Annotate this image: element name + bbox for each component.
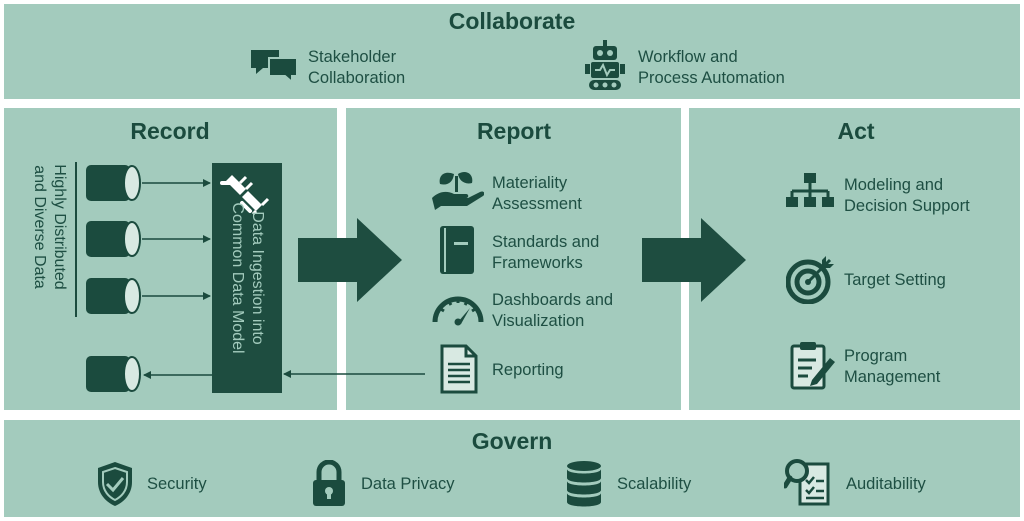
shield-icon xyxy=(95,460,135,508)
act-title: Act xyxy=(837,118,875,144)
collaborate-title: Collaborate xyxy=(448,8,576,34)
database-icon xyxy=(566,460,602,508)
data-output-cylinder xyxy=(86,355,142,398)
gauge-icon xyxy=(431,292,485,326)
document-icon xyxy=(440,344,478,394)
data-source-cylinder-2 xyxy=(86,220,142,263)
standards-label: Standards and Frameworks xyxy=(492,233,600,272)
data-source-cylinder-3 xyxy=(86,277,142,320)
clipboard-icon xyxy=(790,340,836,390)
lock-icon xyxy=(311,460,347,508)
org-chart-icon xyxy=(786,173,834,215)
govern-band xyxy=(4,420,1020,517)
govern-title: Govern xyxy=(471,428,553,454)
report-title: Report xyxy=(476,118,552,144)
stakeholder-collaboration-label: Stakeholder Collaboration xyxy=(308,48,406,87)
audit-icon xyxy=(784,458,832,508)
data-ingestion-box: Data Ingestion into Common Data Model xyxy=(212,163,282,393)
program-management-label: Program Management xyxy=(844,347,941,386)
data-privacy-label: Data Privacy xyxy=(361,475,455,493)
robot-icon xyxy=(585,40,625,92)
target-setting-label: Target Setting xyxy=(844,271,946,289)
auditability-label: Auditability xyxy=(846,475,926,493)
chat-bubbles-icon xyxy=(249,48,299,82)
scalability-label: Scalability xyxy=(617,475,692,493)
plug-icon xyxy=(220,169,274,217)
data-source-cylinder-1 xyxy=(86,164,142,207)
materiality-label: Materiality Assessment xyxy=(492,174,582,213)
reporting-label: Reporting xyxy=(492,361,564,379)
hand-plant-icon xyxy=(432,170,484,210)
security-label: Security xyxy=(147,475,207,493)
book-icon xyxy=(440,226,476,274)
modeling-label: Modeling and Decision Support xyxy=(844,176,970,215)
distributed-data-label: Highly Distributed and Diverse Data xyxy=(31,164,68,290)
target-icon xyxy=(786,256,834,304)
dashboards-label: Dashboards and Visualization xyxy=(492,291,614,330)
collaborate-band xyxy=(4,4,1020,99)
record-title: Record xyxy=(130,118,210,144)
data-ingestion-label: Data Ingestion into Common Data Model xyxy=(229,202,266,354)
workflow-automation-label: Workflow and Process Automation xyxy=(638,48,785,87)
